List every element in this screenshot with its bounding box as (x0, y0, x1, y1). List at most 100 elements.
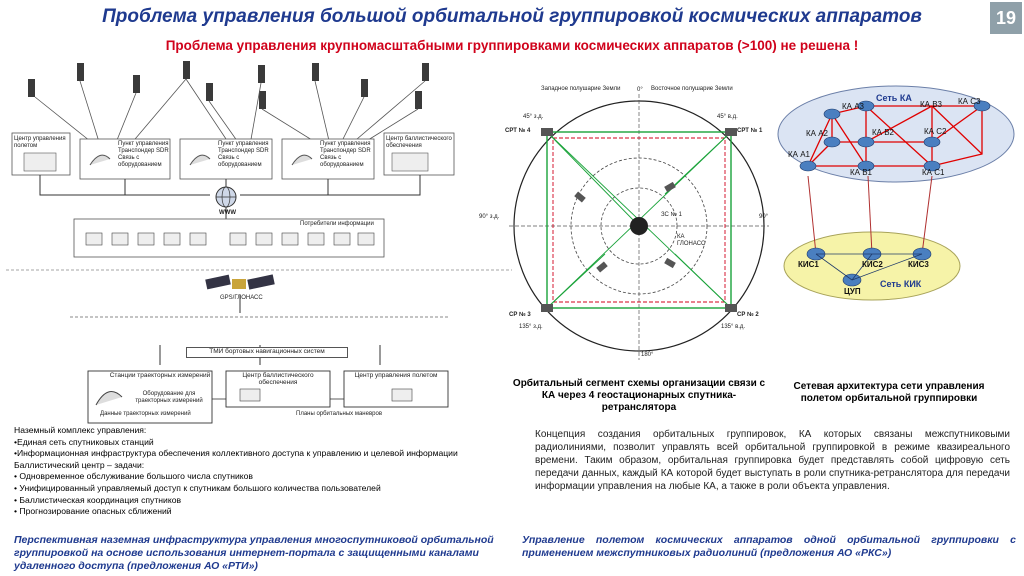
computer-icon (307, 232, 325, 246)
ground-infrastructure-svg (6, 61, 512, 424)
corner-degree: 135° з.д. (519, 324, 543, 330)
tmi-box: ТМИ бортовых навигационных систем (186, 347, 348, 358)
satellite-icon (574, 191, 586, 203)
satellite-icon (133, 75, 140, 93)
relay-label: СР № 2 (737, 312, 759, 318)
tmi-label: ТМИ бортовых навигационных систем (209, 348, 325, 355)
router-node-icon (823, 136, 841, 148)
right-degree: 90° (759, 214, 769, 220)
satellite-icon (312, 63, 319, 81)
kis-label: КИС1 (798, 260, 819, 269)
network-svg (777, 85, 1015, 301)
satellite-icons (541, 128, 737, 312)
ground-uplinks (807, 175, 933, 255)
west-label: Западное полушарие Земли (541, 86, 621, 92)
router-node-icon (857, 100, 875, 112)
gps-label: GPS/ГЛОНАСС (220, 295, 263, 301)
page-title: Проблема управления большой орбитальной … (102, 6, 922, 27)
network-architecture-diagram: Сеть КА КА А1 КА А2 КА А3 КА В1 КА В2 КА… (772, 84, 1022, 374)
satellite-icon (183, 61, 190, 79)
computer-icon (333, 232, 351, 246)
top-degree: 0° (637, 87, 643, 93)
router-node-icon (823, 108, 841, 120)
ka-node-label: КА В2 (872, 128, 895, 137)
computer-icon (357, 232, 375, 246)
satellite-icon (596, 261, 608, 273)
router-node-icon (923, 136, 941, 148)
satellite-icon (725, 304, 737, 312)
router-node-icon (857, 160, 875, 172)
list-heading: Баллистический центр – задачи: (14, 459, 145, 470)
list-item: • Унифицированный управляемый доступ к с… (14, 482, 381, 493)
satellite-icon (664, 257, 676, 269)
computer-icon (23, 152, 57, 172)
middle-diagram-caption: Орбитальный сегмент схемы организации св… (512, 378, 766, 413)
computer-icon (391, 388, 413, 402)
ka-node-label: КА А1 (788, 150, 811, 159)
trajectory-data-label: Данные траекторных измерений (100, 411, 191, 417)
center-label: Центр управления полетом (354, 372, 438, 379)
relay-label: СРТ № 4 (505, 128, 531, 134)
kik-network-ellipse (783, 231, 961, 301)
ka-node-label: КА С1 (922, 168, 945, 177)
ground-infrastructure-diagram: Центр управления полетом Пункт управлени… (0, 55, 520, 425)
kik-network-label: Сеть КИК (880, 279, 922, 289)
ka-node-label: КА В3 (920, 100, 943, 109)
bottom-right-summary: Управление полетом космических аппаратов… (522, 534, 1016, 559)
right-diagram-caption: Сетевая архитектура сети управления поле… (793, 381, 985, 404)
list-item: • Баллистическая координация спутников (14, 494, 182, 505)
ka-node-label: КА В1 (850, 168, 873, 177)
router-node-icon (799, 160, 817, 172)
satellite-icon (259, 91, 266, 109)
cup-label: ЦУП (844, 287, 861, 296)
computer-icon (239, 388, 261, 402)
left-degree: 90° з.д. (479, 214, 500, 220)
station-label: Пункт управления Транспондер SDR Связь с… (218, 141, 269, 168)
consumers-label: Потребители информации (300, 221, 374, 227)
dish-antenna-icon (189, 154, 211, 166)
satellite-icon (361, 79, 368, 97)
geo-relay-diagram: Западное полушарие Земли Восточное полуш… (479, 84, 773, 374)
ground-complex-list: Наземный комплекс управления: •Единая се… (14, 425, 514, 518)
satellite-icon (28, 79, 35, 97)
satellite-icon (77, 63, 84, 81)
list-item: • Прогнозирование опасных сближений (14, 506, 172, 517)
center-label: Станции траекторных измерений (109, 372, 211, 379)
ka-node-label: КА А3 (842, 102, 865, 111)
concept-paragraph: Концепция создания орбитальных группиров… (535, 429, 1010, 492)
uplink-lines (34, 78, 426, 146)
bottom-left-summary: Перспективная наземная инфраструктура уп… (14, 534, 494, 572)
kis-label: КИС3 (908, 260, 929, 269)
kik-links (815, 253, 923, 281)
www-label: WWW (219, 210, 236, 216)
ground-stations (11, 132, 455, 180)
network-lines (39, 175, 421, 220)
list-item: •Единая сеть спутниковых станций (14, 436, 154, 447)
slide-number-badge: 19 (990, 2, 1022, 34)
dish-antenna-icon (89, 154, 111, 166)
station-label: Центр баллистического обеспечения (386, 136, 452, 149)
geo-square (546, 131, 732, 309)
list-item: • Одновременное обслуживание большого чи… (14, 471, 253, 482)
globe-icon (215, 186, 237, 208)
dish-antenna-icon (291, 154, 313, 166)
ka-node-label: КА С3 (958, 97, 981, 106)
station-label: Пункт управления Транспондер SDR Связь с… (320, 141, 371, 168)
dish-antenna-icon (95, 391, 123, 406)
ka-nodes (799, 100, 991, 172)
inter-satellite-links (806, 105, 983, 167)
computer-icon (189, 232, 207, 246)
satellite-icon (258, 65, 265, 83)
computer-icon (163, 232, 181, 246)
ka-network-label: Сеть КА (876, 93, 912, 103)
list-heading: Наземный комплекс управления: (14, 425, 147, 435)
computer-icon (137, 232, 155, 246)
computer-icon (111, 232, 129, 246)
zs-label: ЗС № 1 (661, 212, 682, 218)
satellite-icon (541, 128, 553, 136)
satellite-icons (28, 61, 429, 109)
router-node-icon (857, 136, 875, 148)
satellite-icon (725, 128, 737, 136)
satellite-icon (415, 91, 422, 109)
center-label: Центр баллистического обеспечения (242, 372, 314, 386)
